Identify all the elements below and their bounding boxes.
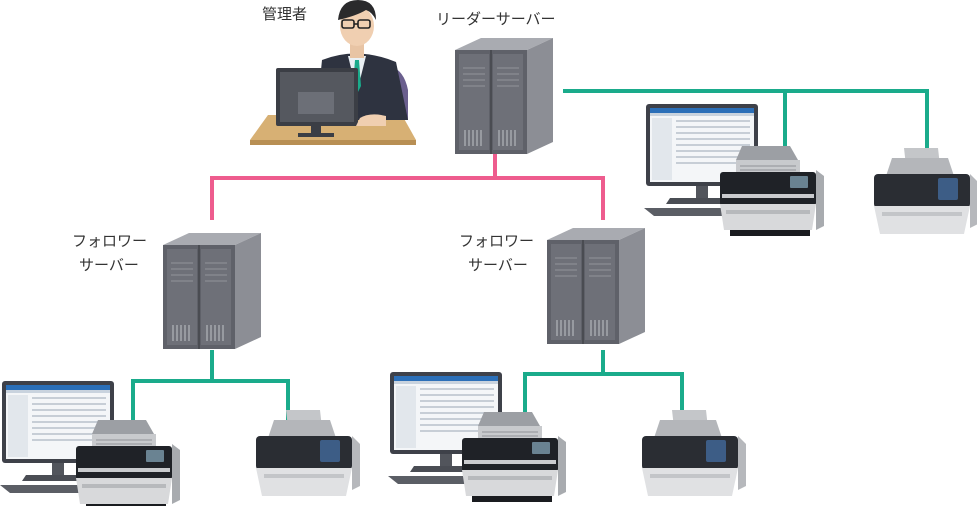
follower1-device-links: [131, 350, 290, 420]
follower-server-2-label-line2: サーバー: [468, 256, 528, 274]
follower1-scanner-2-icon: [256, 410, 360, 496]
leader-server-icon: [454, 37, 554, 155]
admin-label: 管理者: [262, 5, 308, 23]
follower-server-1-label-line2: サーバー: [79, 256, 139, 274]
leader-scanner-2-icon: [874, 148, 977, 234]
leader-server-label: リーダーサーバー: [436, 10, 556, 28]
leader-device-links: [563, 89, 929, 148]
leader-follower-links: [210, 150, 605, 220]
follower-server-1-icon: [162, 232, 262, 350]
administrator-icon: [250, 0, 416, 145]
follower-server-2-icon: [546, 227, 646, 345]
follower2-scanner-2-icon: [642, 410, 746, 496]
follower-server-2-label-line1: フォロワー: [459, 232, 535, 250]
follower-server-1-label-line1: フォロワー: [72, 232, 148, 250]
follower2-device-links: [523, 350, 684, 412]
